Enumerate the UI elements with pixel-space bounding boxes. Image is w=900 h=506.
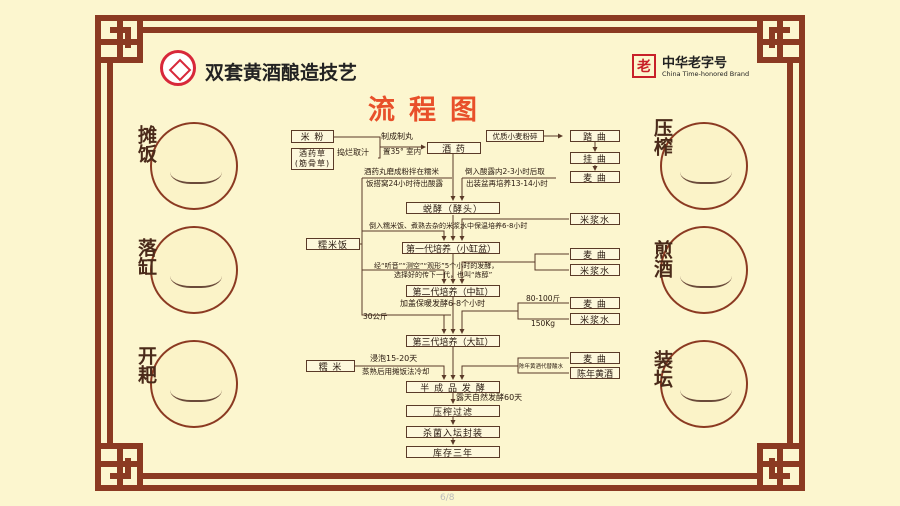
box-nuomi: 糯 米	[306, 360, 355, 373]
stage-label: 压榨	[651, 118, 673, 156]
page-number: 6/8	[440, 493, 455, 503]
stage-illustration-luogang	[150, 226, 238, 314]
box-maiqu: 麦 曲	[570, 352, 620, 365]
page-title: 双套黄酒酿造技艺	[205, 62, 358, 84]
box-banchengpin: 半 成 品 发 酵	[406, 381, 500, 394]
box-gen3: 第三代培养（大缸）	[406, 335, 500, 348]
note: 30公斤	[363, 312, 388, 321]
note: 浸泡15-20天	[370, 354, 418, 363]
note: 置35° 室内	[383, 147, 422, 156]
box-mijiangshui: 米浆水	[570, 264, 620, 277]
box-mifen: 米 粉	[291, 130, 334, 143]
box-gen1: 第一代培养（小缸盆）	[402, 242, 500, 255]
note: 加盖保暖发酵6-8个小时	[400, 299, 486, 308]
note: 蒸熟后用摊饭法冷却	[362, 367, 430, 376]
note: 酒药丸磨成粉拌在糯米	[364, 167, 439, 176]
stage-label: 落缸	[135, 238, 157, 276]
stage-illustration-jianjiu	[660, 226, 748, 314]
stage-label: 煎酒	[651, 240, 673, 278]
box-chennian: 陈年黄酒	[570, 367, 620, 380]
brand-name-en: China Time-honored Brand	[662, 70, 750, 78]
box-jiuyao: 酒 药	[427, 142, 481, 155]
note: 陈年黄酒代替酸水	[519, 364, 564, 370]
note: 露天自然发酵60天	[456, 393, 523, 402]
stage-illustration-tanfan	[150, 122, 238, 210]
box-nuomifan: 糯米饭	[306, 238, 360, 251]
note: 倒入糯米饭、煮熟去杂的米浆水中保温培养6-8小时	[369, 222, 528, 230]
box-mijiangshui: 米浆水	[570, 213, 620, 226]
box-jiaotou: 蜕酵（酵头）	[406, 202, 500, 215]
stage-label: 装坛	[651, 350, 673, 388]
box-yazha: 压榨过滤	[406, 405, 500, 418]
box-shajun: 杀菌入坛封装	[406, 426, 500, 439]
note: 捣烂取汁	[337, 148, 369, 157]
stage-label: 摊饭	[135, 125, 157, 163]
time-honored-brand-logo: 老	[632, 54, 656, 78]
box-guaqu: 挂 曲	[570, 152, 620, 165]
note: 饭搭窝24小时待出酸露	[366, 179, 444, 188]
box-xiaomai: 优质小麦粉碎	[486, 130, 544, 142]
stage-illustration-zhuangtan	[660, 340, 748, 428]
stage-illustration-yazha	[660, 122, 748, 210]
note: 80-100斤	[526, 294, 561, 303]
brand-name-cn: 中华老字号	[662, 56, 728, 71]
stage-label: 开耙	[135, 346, 157, 384]
note: 选择好的传下一代，也叫“炼醇”	[394, 271, 493, 279]
note: 经“听音”“测空”“观形”5个小时的发酵，	[374, 262, 499, 270]
box-maiqu: 麦 曲	[570, 171, 620, 184]
box-maiqu: 麦 曲	[570, 297, 620, 310]
heritage-seal-logo	[160, 50, 196, 86]
note: 倒入酸露内2-3小时后取	[465, 167, 545, 176]
note: 制成制丸	[381, 132, 413, 141]
box-jiuyaocao: 酒药草 (筋骨草)	[291, 148, 334, 170]
box-kucun: 库存三年	[406, 446, 500, 459]
box-mijiangshui: 米浆水	[570, 313, 620, 326]
box-maiqu: 麦 曲	[570, 248, 620, 261]
stage-illustration-kaipa	[150, 340, 238, 428]
note: 150Kg	[531, 319, 555, 328]
flowchart-title: 流程图	[368, 95, 491, 126]
note: 出装盆再培养13-14小时	[466, 179, 548, 188]
box-taqu: 踏 曲	[570, 130, 620, 143]
box-gen2: 第二代培养（中缸）	[406, 285, 500, 298]
